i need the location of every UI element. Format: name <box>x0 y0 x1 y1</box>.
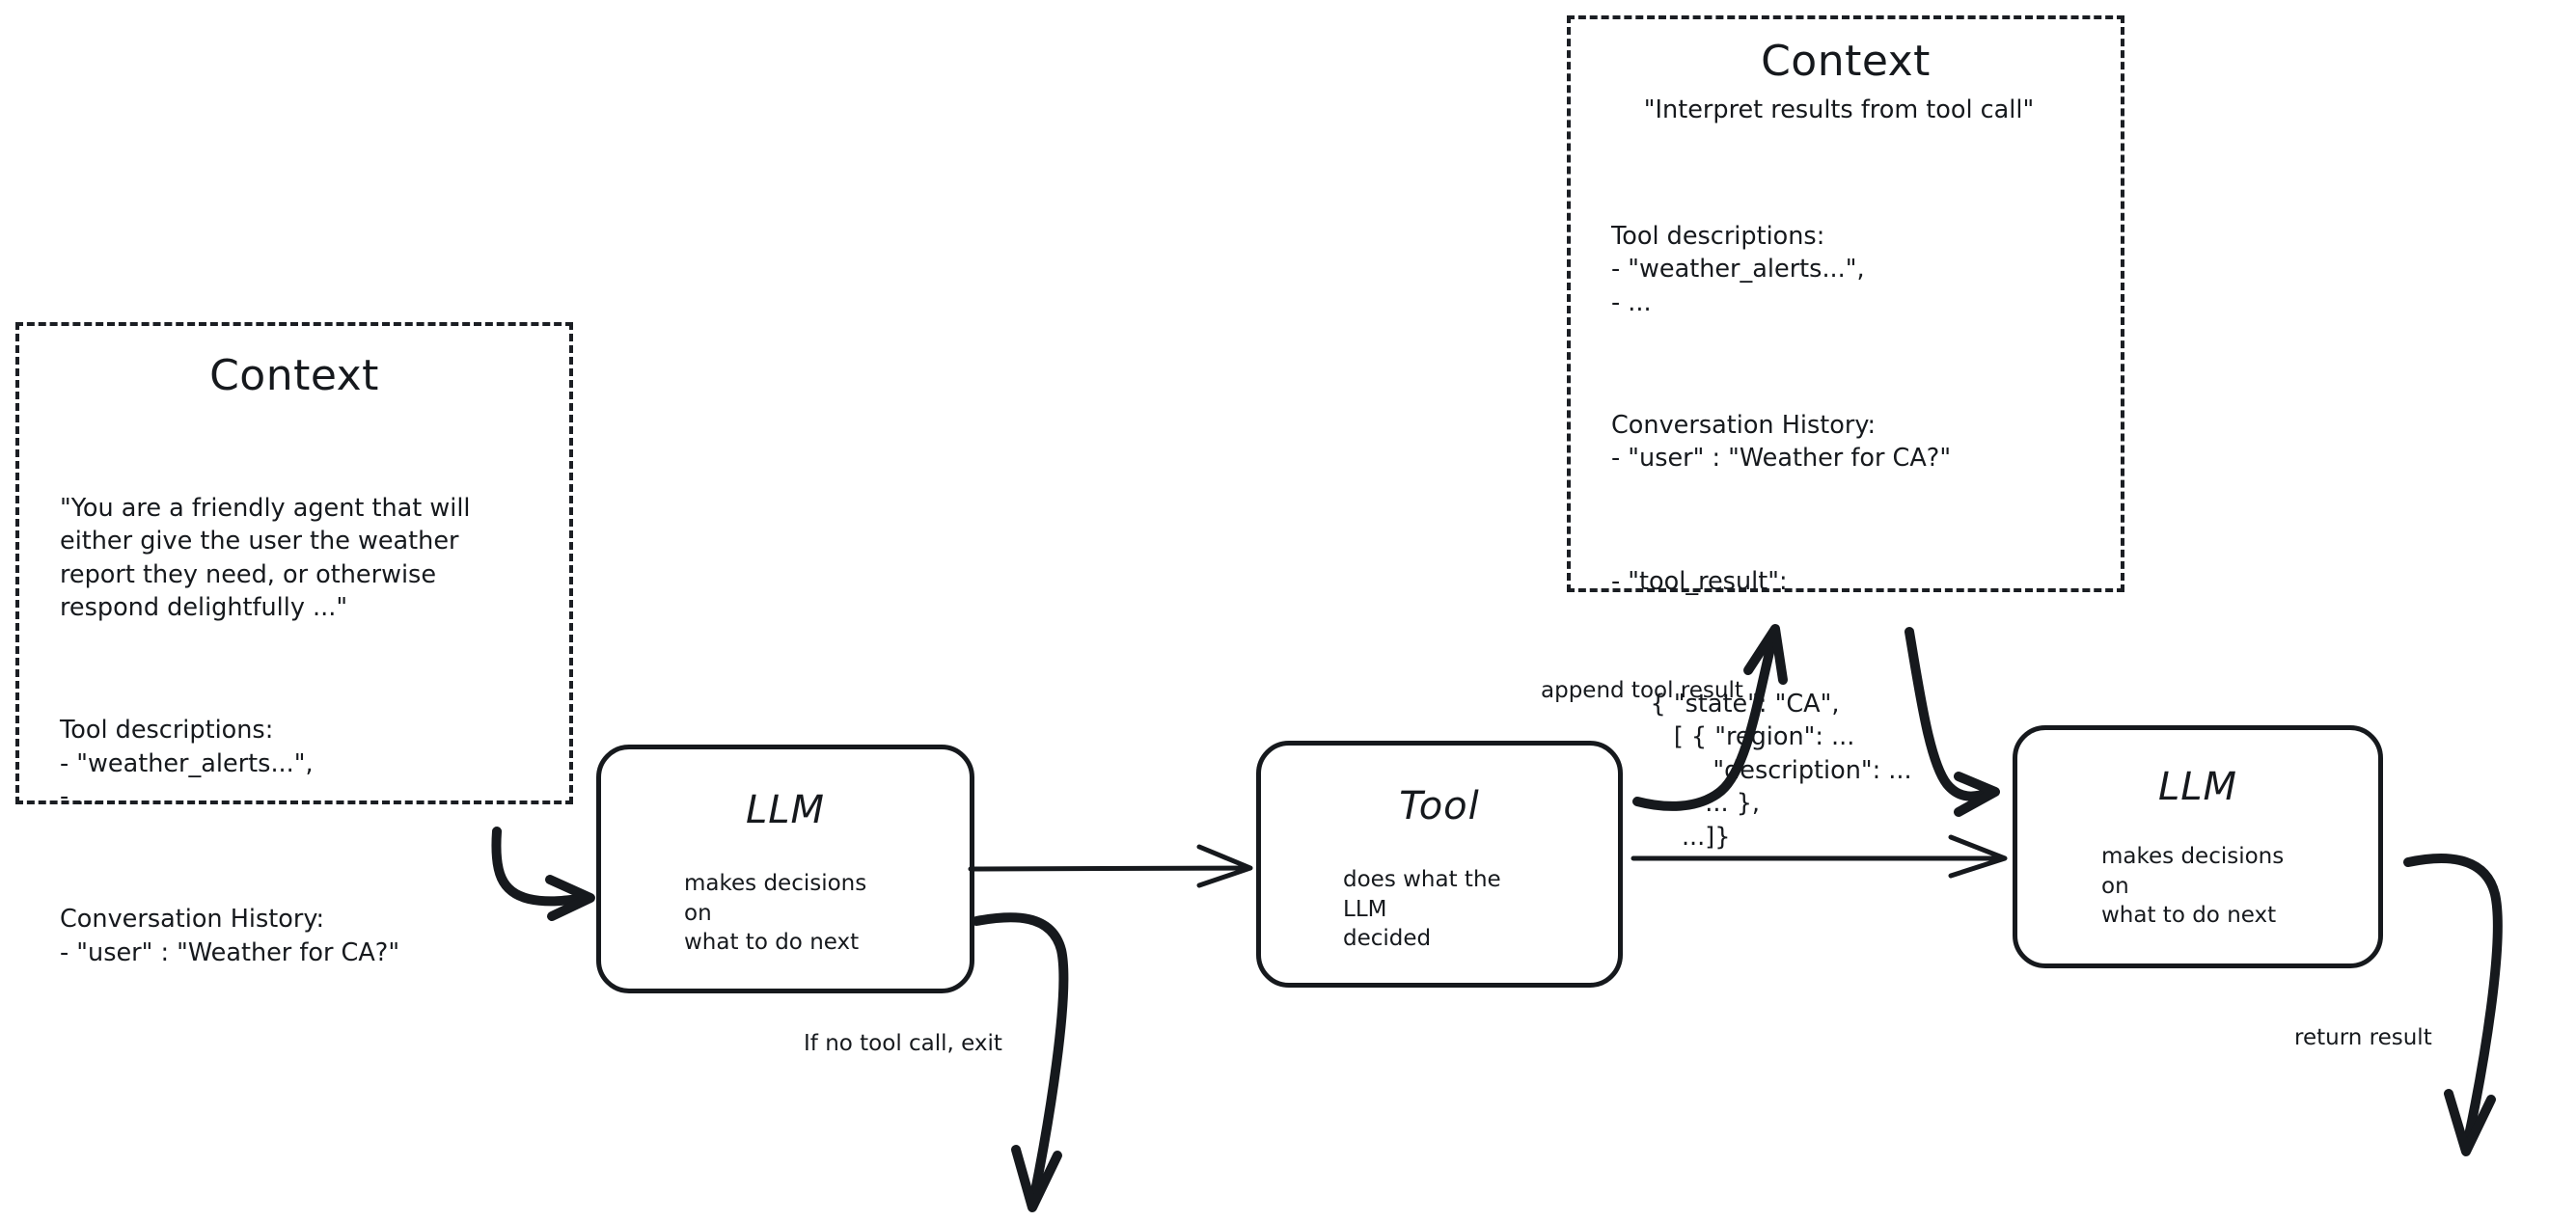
edge-label-append-tool-result: append tool result <box>1541 678 1743 703</box>
arrow-llm-second-return <box>2403 854 2503 1156</box>
node-llm-first-subtitle: makes decisions on what to do next <box>684 871 867 956</box>
edge-label-return-result: return result <box>2294 1025 2432 1050</box>
context-box-left: Context "You are a friendly agent that w… <box>15 322 573 967</box>
node-llm-second-subtitle: makes decisions on what to do next <box>2101 844 2285 929</box>
arrow-llm-first-to-tool <box>968 844 1253 888</box>
context-right-instruction: "Interpret results from tool call" <box>1643 95 2035 124</box>
node-llm-second[interactable]: LLM makes decisions on what to do next <box>2013 725 2383 968</box>
context-right-tool-result-header: - "tool_result": <box>1611 566 1788 596</box>
context-left-system-prompt: "You are a friendly agent that will eith… <box>60 493 471 623</box>
context-box-right: Context "Interpret results from tool cal… <box>1567 15 2124 852</box>
context-right-tool-descriptions: Tool descriptions: - "weather_alerts..."… <box>1611 221 1865 317</box>
context-left-body: "You are a friendly agent that will eith… <box>44 425 544 1036</box>
node-llm-first[interactable]: LLM makes decisions on what to do next <box>596 745 974 993</box>
arrow-llm-first-exit <box>972 912 1069 1212</box>
context-left-conversation-history: Conversation History: - "user" : "Weathe… <box>60 905 400 967</box>
context-right-title: Context <box>1761 37 1931 86</box>
node-llm-second-title: LLM <box>2157 765 2238 809</box>
context-left-title: Context <box>209 351 379 400</box>
node-tool-subtitle: does what the LLM decided <box>1343 867 1501 952</box>
node-tool[interactable]: Tool does what the LLM decided <box>1256 741 1623 988</box>
node-llm-first-title: LLM <box>745 788 826 832</box>
context-left-tool-descriptions: Tool descriptions: - "weather_alerts..."… <box>60 716 314 812</box>
context-right-conversation-history: Conversation History: - "user" : "Weathe… <box>1611 410 1952 474</box>
node-tool-title: Tool <box>1399 784 1480 828</box>
edge-label-if-no-tool-call-exit: If no tool call, exit <box>804 1031 1002 1056</box>
